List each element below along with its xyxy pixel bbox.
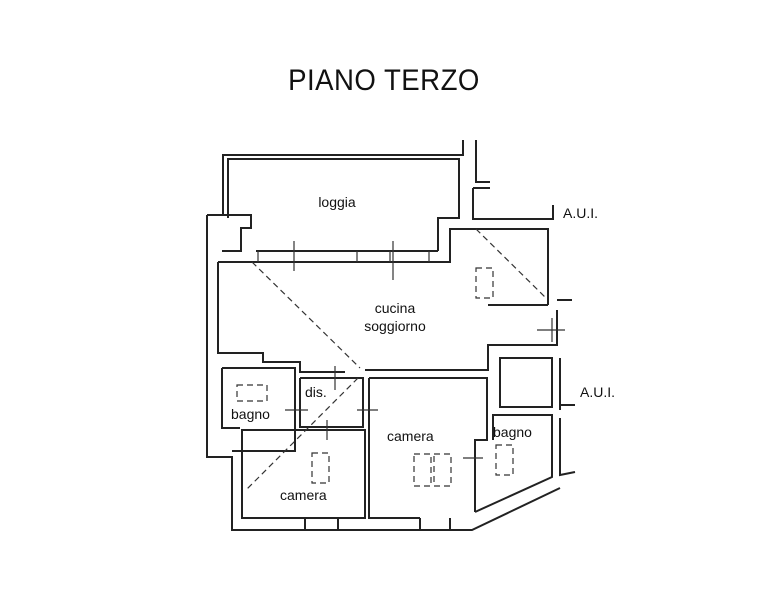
walls [206, 140, 576, 531]
room-label-camera-left: camera [280, 487, 327, 503]
room-label-bagno-right: bagno [493, 424, 532, 440]
room-label-dis: dis. [305, 384, 327, 400]
room-label-cucina: cucina [375, 300, 416, 316]
room-label-soggiorno: soggiorno [364, 318, 426, 334]
room-label-camera-center: camera [387, 428, 434, 444]
room-label-loggia: loggia [318, 194, 356, 210]
plan-title: PIANO TERZO [288, 64, 480, 97]
fixtures [236, 267, 514, 487]
aui-label-bottom: A.U.I. [580, 384, 615, 400]
aui-label-top: A.U.I. [563, 205, 598, 221]
room-label-bagno-left: bagno [231, 406, 270, 422]
door-marks [285, 241, 565, 459]
diagonal-dashed-lines [245, 228, 547, 491]
